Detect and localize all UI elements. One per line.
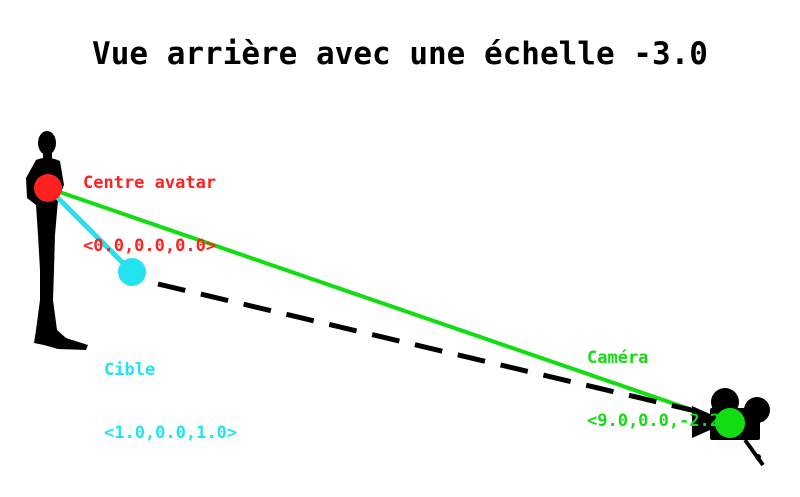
avatar-label: Centre avatar <0.0,0.0,0.0> — [83, 131, 216, 278]
target-coords: <1.0,0.0,1.0> — [104, 423, 238, 443]
camera-point — [715, 408, 745, 438]
avatar-center-point — [34, 174, 62, 202]
avatar-coords: <0.0,0.0,0.0> — [83, 236, 217, 256]
diagram-title: Vue arrière avec une échelle -3.0 — [92, 36, 708, 72]
avatar-target-line — [46, 186, 134, 274]
target-label: Cible <1.0,0.0,1.0> — [104, 318, 237, 465]
camera-label: Caméra <9.0,0.0,-2.25> — [587, 306, 741, 453]
camera-coords: <9.0,0.0,-2.25> — [587, 411, 741, 431]
target-name: Cible — [104, 360, 156, 380]
avatar-name: Centre avatar — [83, 173, 217, 193]
person-silhouette-icon — [26, 131, 88, 350]
target-point — [118, 258, 146, 286]
avatar-camera-line — [47, 186, 731, 425]
camera-target-dashed-line — [157, 281, 726, 421]
camera-name: Caméra — [587, 348, 649, 368]
